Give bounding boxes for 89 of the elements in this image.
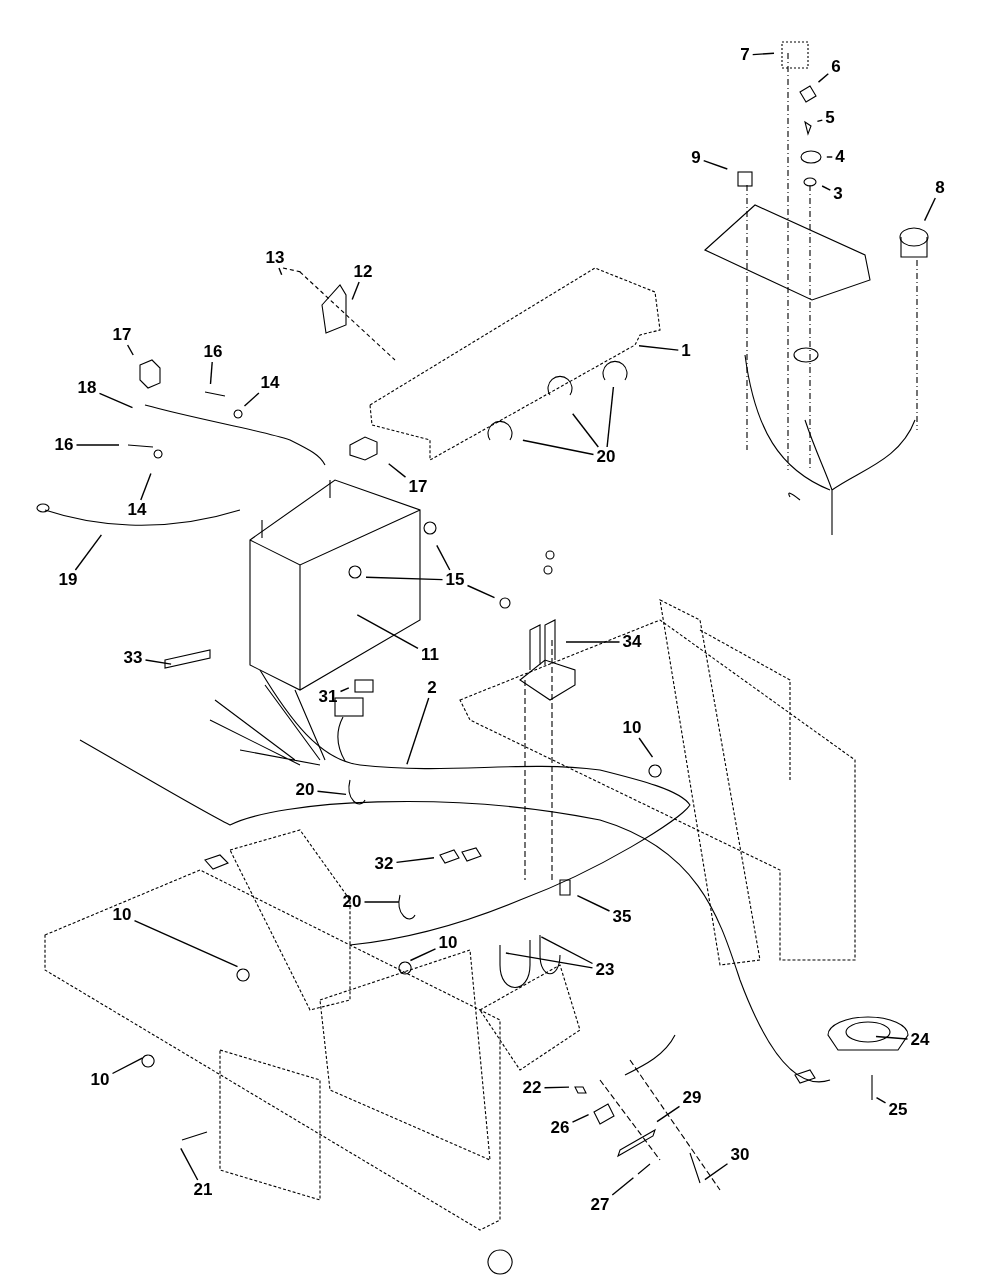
leader-line	[571, 1113, 590, 1123]
callout-number: 16	[53, 436, 75, 454]
leader-line	[356, 614, 419, 650]
callout-number: 32	[373, 855, 395, 873]
callout-number: 30	[729, 1146, 751, 1164]
leader-line	[365, 576, 444, 581]
callout-number: 27	[589, 1196, 611, 1214]
leader-line	[144, 659, 172, 665]
callout-number: 15	[444, 571, 466, 589]
leader-line	[505, 952, 594, 969]
callout-number: 17	[407, 478, 429, 496]
leader-line	[606, 386, 615, 448]
leader-line	[98, 392, 134, 409]
callout-number: 3	[832, 185, 844, 203]
leader-line	[409, 948, 437, 962]
leader-line	[522, 439, 595, 456]
callout-number: 20	[595, 448, 617, 466]
leader-line	[243, 392, 260, 407]
callout-number: 20	[294, 781, 316, 799]
leader-line	[875, 1096, 887, 1104]
callout-number: 8	[934, 179, 946, 197]
leader-line	[126, 344, 134, 356]
leader-line	[316, 790, 347, 796]
callout-number: 29	[681, 1089, 703, 1107]
leader-line	[826, 156, 833, 158]
leader-line	[395, 857, 435, 864]
callout-number: 1	[680, 342, 692, 360]
callout-number: 9	[690, 149, 702, 167]
leader-line	[74, 534, 103, 571]
leader-line	[638, 737, 654, 758]
leader-line	[638, 345, 679, 351]
callout-number: 10	[621, 719, 643, 737]
leader-line	[351, 281, 360, 301]
callout-number: 20	[341, 893, 363, 911]
leader-line	[817, 73, 829, 83]
callout-number: 33	[122, 649, 144, 667]
callout-number: 22	[521, 1079, 543, 1097]
leader-line	[656, 1105, 681, 1123]
leader-line	[572, 413, 599, 448]
callout-number: 13	[264, 249, 286, 267]
leader-line	[703, 160, 728, 170]
leader-line	[111, 1057, 144, 1075]
leader-line	[363, 901, 400, 903]
callout-number: 24	[909, 1031, 931, 1049]
callout-number: 4	[834, 148, 846, 166]
leader-line	[140, 472, 152, 501]
leader-line	[209, 361, 213, 385]
leader-line	[388, 463, 407, 478]
callout-number: 19	[57, 571, 79, 589]
callout-number: 7	[739, 46, 751, 64]
leader-line	[565, 641, 621, 643]
leader-line	[821, 185, 831, 191]
callout-number: 35	[611, 908, 633, 926]
callout-number: 23	[594, 961, 616, 979]
leader-line	[704, 1163, 729, 1181]
leader-line	[75, 444, 120, 446]
callout-number: 17	[111, 326, 133, 344]
callout-number: 34	[621, 633, 643, 651]
callout-number: 14	[126, 501, 148, 519]
leader-line	[543, 1086, 570, 1089]
callout-number: 21	[192, 1181, 214, 1199]
callout-number: 26	[549, 1119, 571, 1137]
leader-line	[752, 52, 775, 56]
leader-line	[875, 1035, 909, 1040]
callout-number: 11	[420, 646, 440, 664]
callout-number: 12	[352, 263, 374, 281]
callout-number: 10	[111, 906, 133, 924]
leader-line	[436, 544, 451, 571]
callout-number: 25	[887, 1101, 909, 1119]
leader-line	[406, 697, 430, 765]
callout-number: 6	[830, 58, 842, 76]
leader-line	[133, 919, 239, 968]
leader-line	[339, 687, 350, 693]
callout-number: 14	[259, 374, 281, 392]
leader-line	[923, 197, 936, 222]
callout-number: 31	[317, 688, 339, 706]
callout-number: 2	[426, 679, 438, 697]
leader-line	[278, 267, 283, 276]
callout-number: 10	[437, 934, 459, 952]
leader-line	[466, 584, 496, 599]
callout-number: 16	[202, 343, 224, 361]
leader-line	[180, 1147, 199, 1181]
callout-number: 5	[824, 109, 836, 127]
leader-line	[540, 936, 594, 965]
leader-line	[816, 119, 823, 123]
leader-line	[611, 1177, 635, 1196]
callout-number: 10	[89, 1071, 111, 1089]
callout-number: 18	[76, 379, 98, 397]
leader-line	[576, 894, 611, 912]
